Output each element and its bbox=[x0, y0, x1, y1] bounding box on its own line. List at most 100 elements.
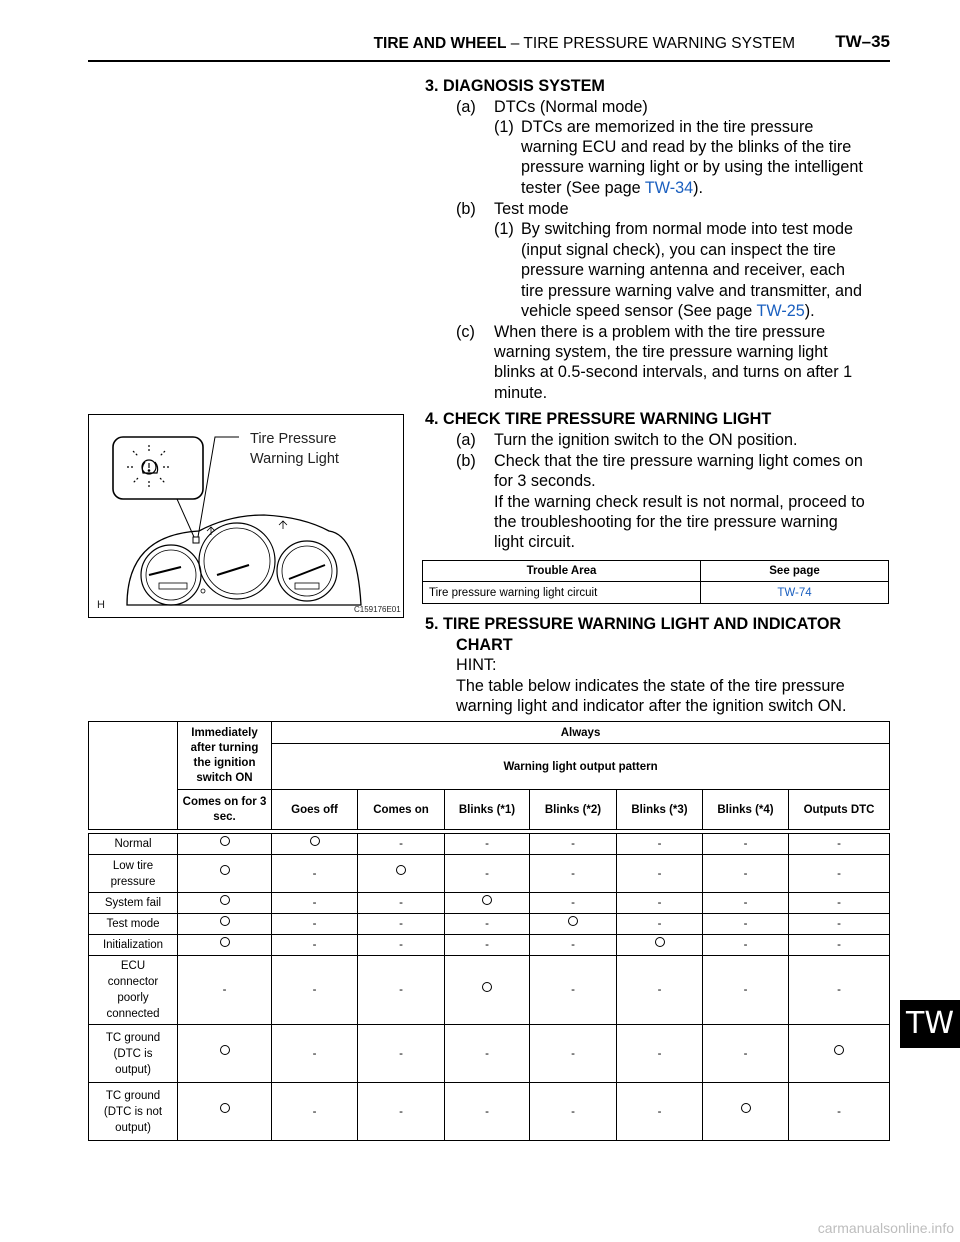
s5-l2: warning light and indicator after the ig… bbox=[456, 697, 847, 715]
status-dash-cell: - bbox=[444, 1082, 530, 1141]
status-dash-cell: - bbox=[616, 892, 703, 914]
circle-icon bbox=[482, 894, 492, 905]
status-dash-cell: - bbox=[357, 934, 445, 956]
table-row: TC ground (DTC is not output)------ bbox=[88, 1082, 891, 1141]
status-circle-cell bbox=[787, 1024, 891, 1083]
status-circle-cell bbox=[271, 833, 358, 855]
s3-b1-l2: (input signal check), you can inspect th… bbox=[521, 241, 836, 259]
hdr-comes-on: Comes on bbox=[357, 789, 445, 830]
circle-icon bbox=[740, 1103, 751, 1113]
table-row: ECU connector poorly connected------- bbox=[88, 955, 891, 1025]
s3-a-text: DTCs (Normal mode) bbox=[494, 98, 648, 116]
s3-c-l4: minute. bbox=[494, 384, 548, 402]
status-circle-cell bbox=[177, 892, 272, 914]
s4-b-label: (b) bbox=[456, 452, 476, 470]
status-dash-cell: - bbox=[444, 1024, 530, 1083]
status-circle-cell bbox=[702, 1082, 789, 1141]
s3-b1-l3: pressure warning antenna and receiver, e… bbox=[521, 261, 845, 279]
status-dash-cell: - bbox=[271, 892, 358, 914]
status-circle-cell bbox=[357, 854, 445, 893]
hdr-immediately: Immediately after turning the ignition s… bbox=[177, 721, 272, 790]
s4-b-l1: Check that the tire pressure warning lig… bbox=[494, 452, 863, 470]
circle-icon bbox=[219, 1103, 230, 1113]
status-dash-cell: - bbox=[616, 833, 703, 855]
status-dash-cell: - bbox=[271, 934, 358, 956]
s5-heading-l1: 5. TIRE PRESSURE WARNING LIGHT AND INDIC… bbox=[425, 615, 842, 633]
s3-c-l1: When there is a problem with the tire pr… bbox=[494, 323, 826, 341]
table-row: Tire pressure warning light circuit TW-7… bbox=[422, 581, 889, 604]
circle-icon bbox=[219, 835, 230, 846]
status-circle-cell bbox=[177, 1024, 272, 1083]
s5-heading-l2: CHART bbox=[456, 636, 513, 654]
circle-icon bbox=[219, 894, 230, 905]
circle-icon bbox=[834, 1045, 845, 1055]
status-dash-cell: - bbox=[787, 892, 891, 914]
row-label: ECU connector poorly connected bbox=[88, 955, 178, 1025]
header-rule bbox=[88, 60, 890, 62]
watermark: carmanualsonline.info bbox=[817, 1220, 954, 1236]
section-title: TIRE AND WHEEL – TIRE PRESSURE WARNING S… bbox=[0, 35, 795, 53]
table-row: TC ground (DTC is output)------ bbox=[88, 1024, 891, 1083]
row-label: System fail bbox=[88, 892, 178, 914]
circle-icon bbox=[309, 835, 320, 846]
s3-b1-l1: By switching from normal mode into test … bbox=[521, 220, 853, 238]
table-row: System fail------ bbox=[88, 892, 891, 914]
trouble-area-table: Trouble Area See page Tire pressure warn… bbox=[422, 560, 889, 604]
status-dash-cell: - bbox=[702, 854, 789, 893]
section-title-bold: TIRE AND WHEEL bbox=[373, 35, 507, 52]
status-circle-cell bbox=[444, 955, 530, 1025]
circle-icon bbox=[482, 981, 492, 992]
table-row: Low tire pressure------ bbox=[88, 854, 891, 893]
status-dash-cell: - bbox=[787, 1082, 891, 1141]
hdr-pattern: Warning light output pattern bbox=[270, 743, 891, 790]
s3-b-label: (b) bbox=[456, 200, 476, 218]
status-dash-cell: - bbox=[529, 892, 617, 914]
status-dash-cell: - bbox=[529, 854, 617, 893]
status-dash-cell: - bbox=[787, 833, 891, 855]
s3-b-text: Test mode bbox=[494, 200, 569, 218]
s3-a-label: (a) bbox=[456, 98, 476, 116]
chart-body: Normal------Low tire pressure------Syste… bbox=[88, 833, 891, 1141]
status-dash-cell: - bbox=[271, 913, 358, 935]
circle-icon bbox=[396, 865, 406, 875]
section-side-tab: TW bbox=[900, 1000, 960, 1048]
status-dash-cell: - bbox=[616, 913, 703, 935]
figure-corner-mark: H bbox=[97, 599, 105, 611]
table-header-row: Trouble Area See page bbox=[422, 560, 889, 582]
row-label: Test mode bbox=[88, 913, 178, 935]
link-tw74[interactable]: TW-74 bbox=[777, 586, 812, 599]
s3-c-l2: warning system, the tire pressure warnin… bbox=[494, 343, 828, 361]
table-row: Initialization------ bbox=[88, 934, 891, 956]
s5-hint: HINT: bbox=[456, 656, 497, 674]
status-circle-cell bbox=[177, 833, 272, 855]
s4-a-text: Turn the ignition switch to the ON posit… bbox=[494, 431, 798, 449]
s3-b1-l5: vehicle speed sensor (See page TW-25). bbox=[521, 301, 815, 322]
s3-b1-l5-post: ). bbox=[804, 302, 815, 320]
status-dash-cell: - bbox=[702, 1024, 789, 1083]
hdr-blinks-2: Blinks (*2) bbox=[529, 789, 617, 830]
row-label: TC ground (DTC is not output) bbox=[88, 1082, 178, 1141]
s4-heading: 4. CHECK TIRE PRESSURE WARNING LIGHT bbox=[425, 410, 772, 428]
status-dash-cell: - bbox=[529, 833, 617, 855]
hdr-always: Always bbox=[270, 721, 891, 744]
status-dash-cell: - bbox=[271, 1024, 358, 1083]
row-label: Low tire pressure bbox=[88, 854, 178, 893]
s4-b-l4: the troubleshooting for the tire pressur… bbox=[494, 513, 838, 531]
status-dash-cell: - bbox=[787, 913, 891, 935]
chart-header-row-3: Comes on for 3 sec. Goes off Comes on Bl… bbox=[89, 789, 891, 830]
status-circle-cell bbox=[616, 934, 703, 956]
page-number: TW–35 bbox=[835, 32, 890, 51]
status-dash-cell: - bbox=[357, 913, 445, 935]
cell-see-page: TW-74 bbox=[700, 581, 889, 604]
link-tw34[interactable]: TW-34 bbox=[644, 179, 694, 197]
status-dash-cell: - bbox=[357, 833, 445, 855]
circle-icon bbox=[219, 936, 230, 947]
row-label: Normal bbox=[88, 833, 178, 855]
status-dash-cell: - bbox=[616, 854, 703, 893]
status-dash-cell: - bbox=[616, 955, 703, 1025]
status-dash-cell: - bbox=[357, 1024, 445, 1083]
status-dash-cell: - bbox=[271, 955, 358, 1025]
link-tw25[interactable]: TW-25 bbox=[756, 302, 805, 320]
status-dash-cell: - bbox=[444, 854, 530, 893]
s4-a-label: (a) bbox=[456, 431, 476, 449]
